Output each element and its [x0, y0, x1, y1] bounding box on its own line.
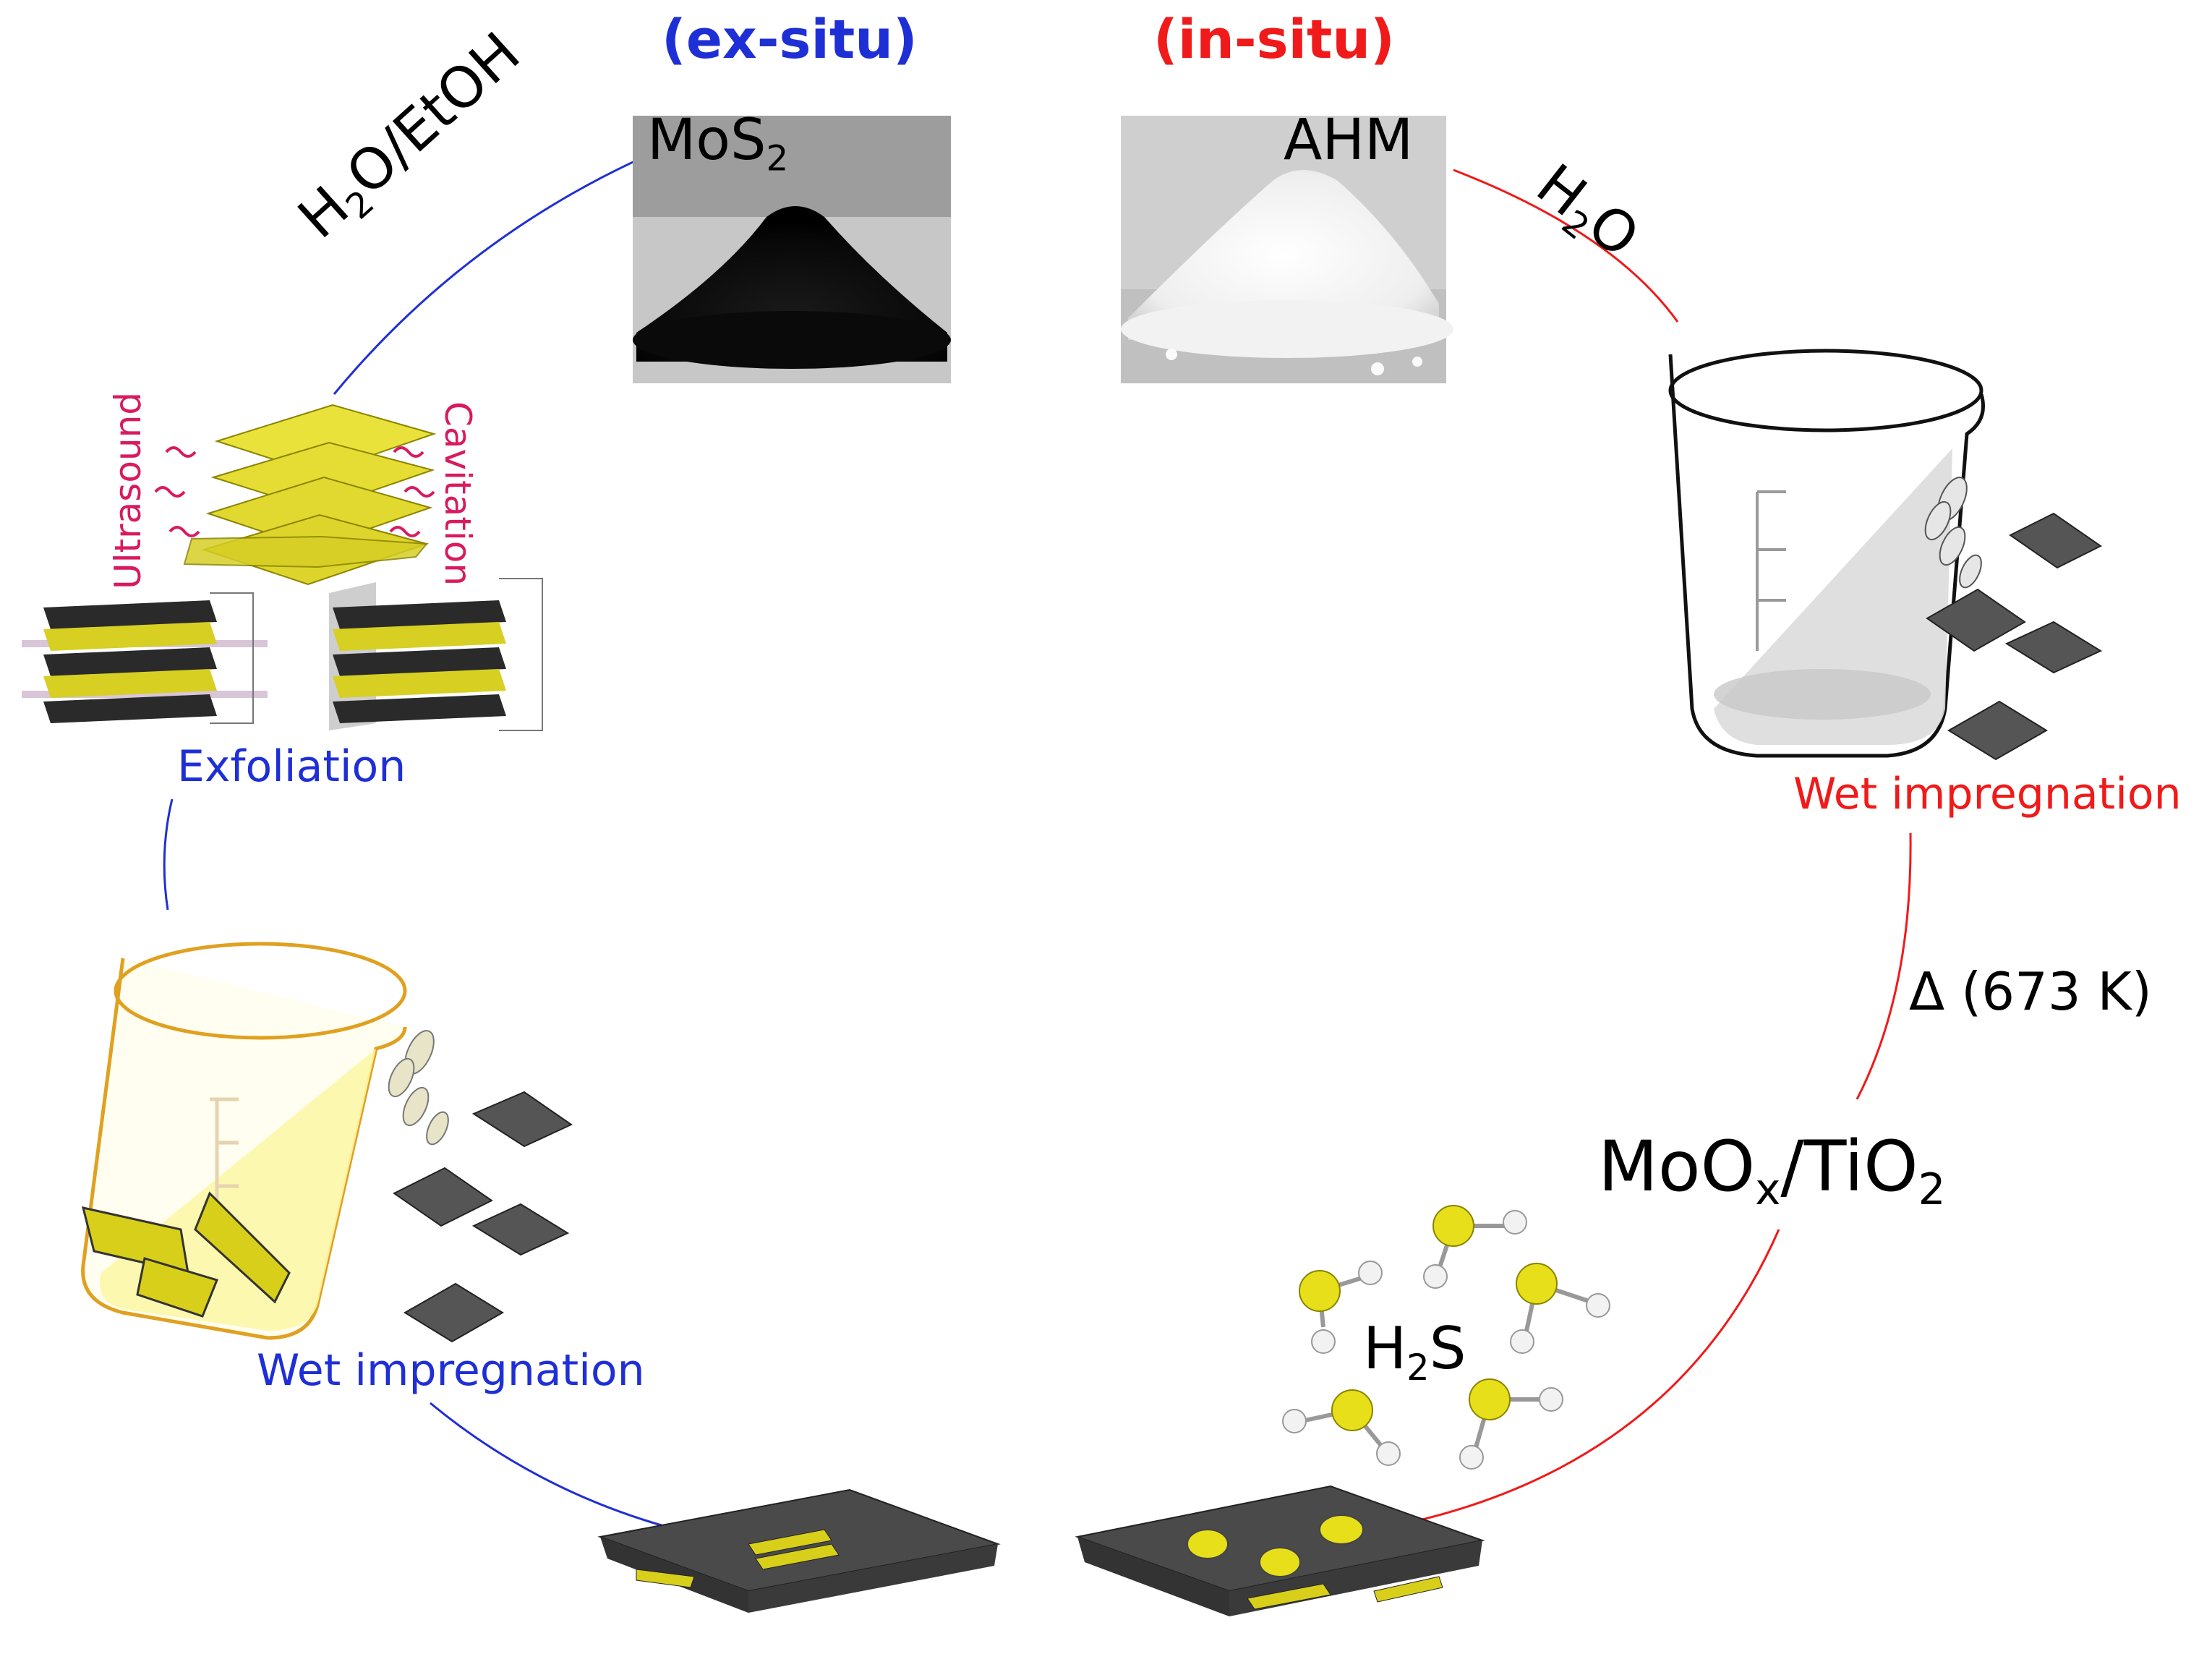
tio2-tiles-ex-situ — [393, 1091, 573, 1343]
ultrasound-label: Ultrasound — [107, 391, 149, 589]
support-in-situ — [1075, 1485, 1485, 1616]
mos2-powder-photo — [633, 116, 951, 383]
mos2-layered-crystal — [183, 404, 437, 586]
calcination-label: Δ (673 K) — [1909, 961, 2152, 1022]
ex-situ-arc-top — [333, 154, 648, 395]
ahm-powder-photo — [1121, 116, 1453, 383]
exfoliation-label: Exfoliation — [177, 741, 406, 792]
ex-situ-label: (ex-situ) — [662, 9, 918, 71]
support-ex-situ — [597, 1488, 1001, 1613]
ex-situ-arc-bottom — [430, 1402, 670, 1529]
particles-ex-situ — [388, 1030, 449, 1146]
beaker-ex-situ — [81, 942, 407, 1340]
in-situ-arc-mid — [1856, 832, 1912, 1100]
mos2-label: MoS2 — [647, 108, 789, 179]
wet-impregnation-ex-situ-label: Wet impregnation — [257, 1345, 645, 1396]
h2s-molecules — [1282, 1205, 1610, 1470]
cavitation-label: Cavitation — [437, 401, 479, 587]
ahm-label: AHM — [1284, 108, 1414, 173]
particles-in-situ — [1924, 477, 1982, 589]
in-situ-arc-bottom — [1409, 1229, 1780, 1524]
exfoliated-sheets-right — [329, 578, 543, 731]
wet-impregnation-in-situ-label: Wet impregnation — [1793, 769, 2182, 819]
beaker-in-situ — [1668, 349, 1985, 758]
exfoliated-sheets-left — [22, 592, 268, 724]
tio2-tiles-in-situ — [1926, 512, 2103, 761]
in-situ-label: (in-situ) — [1153, 9, 1395, 71]
ex-situ-arc-mid — [163, 798, 174, 911]
h2s-label: H2S — [1363, 1315, 1466, 1389]
moox-tio2-label: MoOx/TiO2 — [1598, 1126, 1946, 1216]
ultrasound-waves — [154, 446, 435, 537]
in-situ-arc-top — [1453, 169, 1679, 323]
